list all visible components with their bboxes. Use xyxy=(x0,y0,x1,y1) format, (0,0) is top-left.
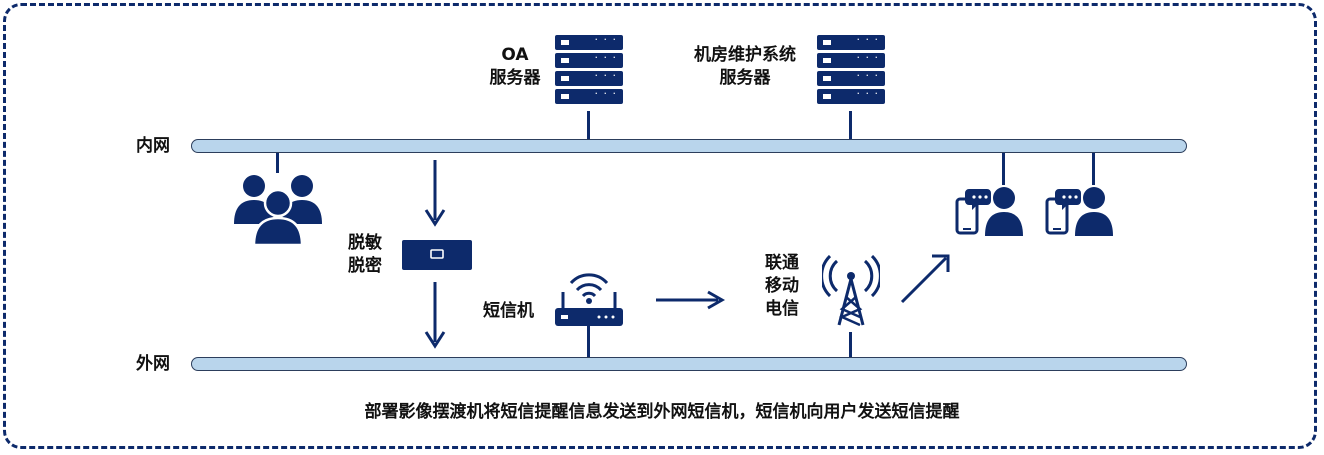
machine-room-server-connector xyxy=(849,111,852,139)
carrier-label-line2: 移动 xyxy=(765,276,799,296)
desensitize-label-line2: 脱密 xyxy=(348,256,382,276)
inner-network-bus xyxy=(191,139,1187,153)
oa-server-icon xyxy=(555,33,623,107)
oa-server-label-line1: OA xyxy=(501,45,529,65)
carrier-label-line1: 联通 xyxy=(765,253,799,273)
outer-network-label: 外网 xyxy=(136,354,170,374)
machine-room-server-label: 机房维护系统 服务器 xyxy=(670,44,820,90)
sms-router-icon xyxy=(555,273,623,326)
arrow-up-right-to-users-icon xyxy=(900,254,950,304)
carrier-label: 联通 移动 电信 xyxy=(765,252,799,321)
desensitize-label-line1: 脱敏 xyxy=(348,233,382,253)
oa-server-label: OA 服务器 xyxy=(470,44,560,90)
diagram-caption: 部署影像摆渡机将短信提醒信息发送到外网短信机，短信机向用户发送短信提醒 xyxy=(364,402,960,422)
desensitize-device-icon xyxy=(402,240,472,270)
carrier-connector xyxy=(849,332,852,357)
signal-tower-icon xyxy=(822,255,880,327)
arrow-down-to-outer-icon xyxy=(424,282,446,349)
sms-machine-connector xyxy=(587,326,590,357)
oa-server-label-line2: 服务器 xyxy=(489,68,541,88)
carrier-label-line3: 电信 xyxy=(765,299,799,319)
mobile-user-1-connector xyxy=(1002,153,1005,185)
user-group-connector xyxy=(276,153,279,173)
sms-machine-label: 短信机 xyxy=(483,301,534,321)
machine-room-label-line2: 服务器 xyxy=(719,68,771,88)
machine-room-server-icon xyxy=(817,33,885,107)
oa-server-connector xyxy=(587,111,590,139)
diagram-frame xyxy=(3,3,1317,449)
arrow-down-to-device-icon xyxy=(424,160,446,227)
machine-room-label-line1: 机房维护系统 xyxy=(694,45,796,65)
mobile-user-2-icon xyxy=(1045,187,1113,236)
mobile-user-1-icon xyxy=(955,187,1023,236)
outer-network-bus xyxy=(191,357,1187,371)
mobile-user-2-connector xyxy=(1092,153,1095,185)
user-group-icon xyxy=(234,175,322,246)
inner-network-label: 内网 xyxy=(136,136,170,156)
desensitize-label: 脱敏 脱密 xyxy=(348,232,382,278)
arrow-right-to-carrier-icon xyxy=(656,290,726,310)
